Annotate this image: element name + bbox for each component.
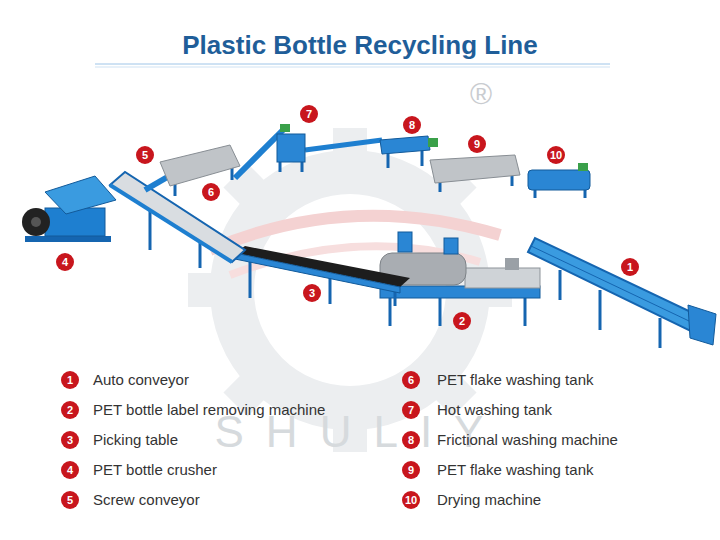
callout-number: 9 bbox=[468, 135, 486, 153]
auto-conveyor-part bbox=[559, 270, 562, 300]
screw-conveyors-part bbox=[280, 124, 290, 132]
hot-washing-tank bbox=[277, 134, 305, 172]
legend-number: 2 bbox=[61, 401, 79, 419]
part-name: Picking table bbox=[93, 431, 178, 449]
part-name: Auto conveyor bbox=[93, 371, 189, 389]
inclined-conveyor-part bbox=[149, 208, 152, 250]
watermark-gear-part bbox=[188, 273, 224, 307]
drying-machine-part bbox=[578, 163, 588, 171]
drying-machine-part bbox=[528, 170, 590, 190]
inclined-conveyor bbox=[110, 172, 245, 268]
picking-table-part bbox=[249, 262, 252, 298]
legend-number: 3 bbox=[61, 431, 79, 449]
flake-washing-tank-6 bbox=[160, 145, 240, 196]
legend-number: 10 bbox=[402, 491, 420, 509]
auto-conveyor-part bbox=[531, 246, 708, 330]
inclined-conveyor-part bbox=[110, 172, 245, 262]
bottle-crusher-part bbox=[31, 217, 41, 227]
auto-conveyor-part bbox=[688, 305, 716, 345]
legend-number: 1 bbox=[61, 371, 79, 389]
callout-number: 6 bbox=[202, 183, 220, 201]
part-name: Drying machine bbox=[437, 491, 541, 509]
callout-number: 1 bbox=[621, 258, 639, 276]
label-removing-machine-part bbox=[398, 232, 412, 252]
drying-machine-part bbox=[584, 190, 587, 198]
frictional-washer-part bbox=[380, 136, 430, 154]
drying-machine bbox=[528, 163, 590, 198]
frictional-washer-part bbox=[428, 138, 438, 147]
title-underline-part bbox=[95, 64, 610, 65]
screw-conveyors-part bbox=[305, 140, 382, 150]
legend-number: 5 bbox=[61, 491, 79, 509]
bottle-crusher-part bbox=[45, 208, 105, 236]
part-name: Hot washing tank bbox=[437, 401, 552, 419]
part-name: PET flake washing tank bbox=[437, 461, 593, 479]
part-name: PET bottle label removing machine bbox=[93, 401, 325, 419]
auto-conveyor-part bbox=[599, 290, 602, 330]
bottle-crusher-part bbox=[45, 176, 116, 214]
picking-table-part bbox=[394, 292, 397, 306]
registered-mark: ® bbox=[470, 78, 492, 110]
bottle-crusher bbox=[22, 176, 116, 242]
label-removing-machine-part bbox=[505, 258, 519, 270]
callout-number: 7 bbox=[300, 105, 318, 123]
label-removing-machine-part bbox=[444, 238, 458, 254]
picking-table bbox=[235, 246, 410, 306]
label-removing-machine-part bbox=[439, 298, 442, 326]
bottle-crusher-part bbox=[22, 208, 50, 236]
callout-number: 8 bbox=[403, 116, 421, 134]
screw-conveyors bbox=[145, 124, 382, 190]
bottle-crusher-part bbox=[25, 236, 111, 242]
auto-conveyor bbox=[528, 238, 716, 348]
diagram-title: Plastic Bottle Recycling Line bbox=[182, 30, 537, 60]
auto-conveyor-part bbox=[528, 238, 712, 338]
label-removing-machine-part bbox=[389, 298, 392, 326]
callout-number: 3 bbox=[303, 284, 321, 302]
flake-washing-tank-9 bbox=[430, 155, 520, 192]
frictional-washer bbox=[380, 136, 438, 168]
label-removing-machine-part bbox=[465, 268, 540, 288]
part-name: PET flake washing tank bbox=[437, 371, 593, 389]
legend-number: 6 bbox=[402, 371, 420, 389]
part-name: Frictional washing machine bbox=[437, 431, 618, 449]
callout-number: 5 bbox=[136, 146, 154, 164]
auto-conveyor-part bbox=[659, 318, 662, 348]
legend-number: 8 bbox=[402, 431, 420, 449]
callout-number: 10 bbox=[547, 146, 565, 164]
label-removing-machine-part bbox=[524, 298, 527, 326]
watermark-gear-part bbox=[223, 163, 272, 212]
hot-washing-tank-part bbox=[277, 134, 305, 162]
title-underline-part bbox=[95, 67, 610, 68]
legend-number: 7 bbox=[402, 401, 420, 419]
part-name: Screw conveyor bbox=[93, 491, 200, 509]
callout-number: 4 bbox=[56, 253, 74, 271]
title-underline bbox=[95, 64, 610, 67]
legend-number: 9 bbox=[402, 461, 420, 479]
callout-number: 2 bbox=[453, 312, 471, 330]
picking-table-part bbox=[235, 246, 410, 287]
part-name: PET bottle crusher bbox=[93, 461, 217, 479]
flake-washing-tank-9-part bbox=[430, 155, 520, 183]
legend-number: 4 bbox=[61, 461, 79, 479]
picking-table-part bbox=[329, 278, 332, 304]
flake-washing-tank-6-part bbox=[160, 145, 240, 186]
drying-machine-part bbox=[534, 190, 537, 198]
